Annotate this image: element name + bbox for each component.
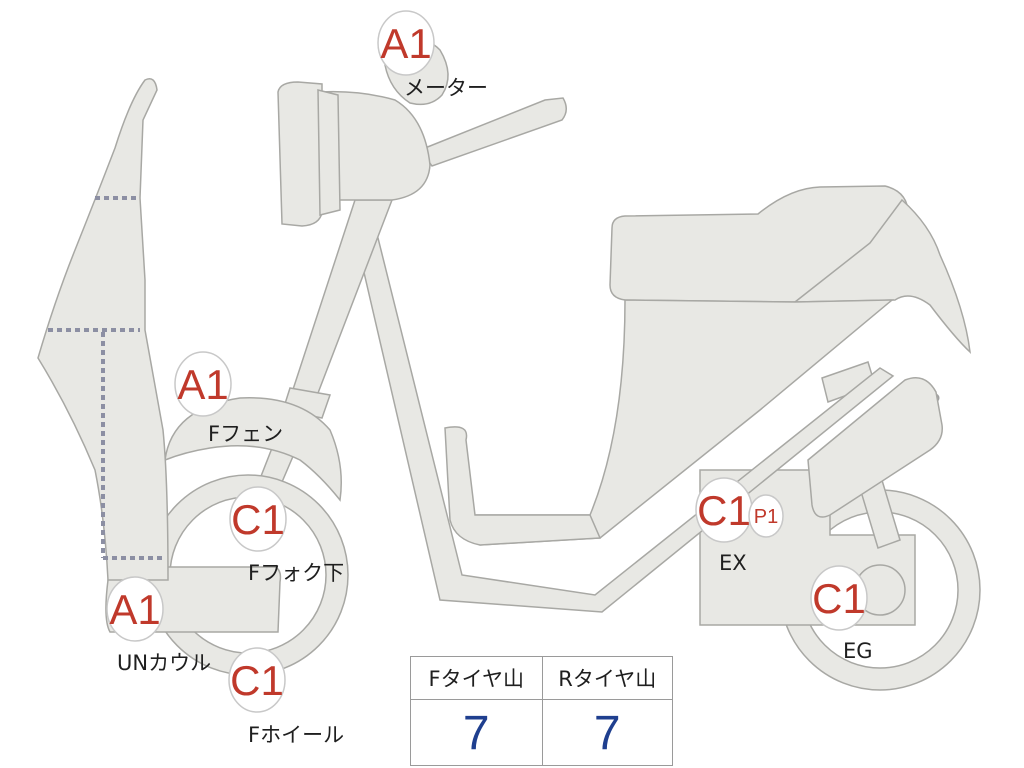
part-label-front-fender: Fフェン <box>208 422 283 446</box>
front-fender <box>164 397 342 502</box>
tire-table-value-row: 7 7 <box>411 700 672 766</box>
air-box <box>807 377 943 518</box>
tire-table-header-row: Fタイヤ山 Rタイヤ山 <box>411 657 672 700</box>
rear-tire-tread-header: Rタイヤ山 <box>541 657 673 699</box>
grade-front-fender: A1 <box>177 361 228 408</box>
part-label-front-wheel: Fホイール <box>248 723 344 747</box>
bubble-engine-grade: C1 <box>810 565 868 631</box>
bubble-exhaust-grade: C1 <box>695 477 753 543</box>
head-cowl <box>317 90 431 201</box>
bubble-front-wheel-grade: C1 <box>228 647 286 713</box>
grade-under-cowl: A1 <box>109 586 160 633</box>
step-floor <box>444 426 602 546</box>
rear-tire-tread-value: 7 <box>541 700 673 766</box>
grade-engine: C1 <box>812 575 866 622</box>
part-label-exhaust: EX <box>719 551 747 575</box>
grade-front-fork: C1 <box>231 496 285 543</box>
bubble-front-fender-grade: A1 <box>174 351 232 417</box>
grade-exhaust-secondary: P1 <box>754 506 778 528</box>
front-tire-tread-value: 7 <box>462 706 490 760</box>
rear-body-cowl <box>792 198 971 354</box>
headlight <box>277 81 323 227</box>
headlight-lens <box>317 89 341 216</box>
front-tire-tread-header: Fタイヤ山 <box>428 667 524 691</box>
grade-exhaust: C1 <box>697 487 751 534</box>
part-label-under-cowl: UNカウル <box>117 651 211 675</box>
part-label-meter: メーター <box>404 76 488 100</box>
grade-meter: A1 <box>380 20 431 67</box>
bubble-under-cowl-grade: A1 <box>106 576 164 642</box>
part-label-engine: EG <box>843 639 873 663</box>
bubble-meter-grade: A1 <box>377 10 435 76</box>
grade-front-wheel: C1 <box>230 657 284 704</box>
tire-tread-table: Fタイヤ山 Rタイヤ山 7 7 <box>410 656 673 766</box>
bubble-exhaust-secondary-grade: P1 <box>748 494 784 538</box>
bubble-front-fork-grade: C1 <box>229 486 287 552</box>
main-frame <box>355 237 895 613</box>
handlebar <box>418 97 567 167</box>
part-label-front-fork: Fフォク下 <box>248 561 344 585</box>
